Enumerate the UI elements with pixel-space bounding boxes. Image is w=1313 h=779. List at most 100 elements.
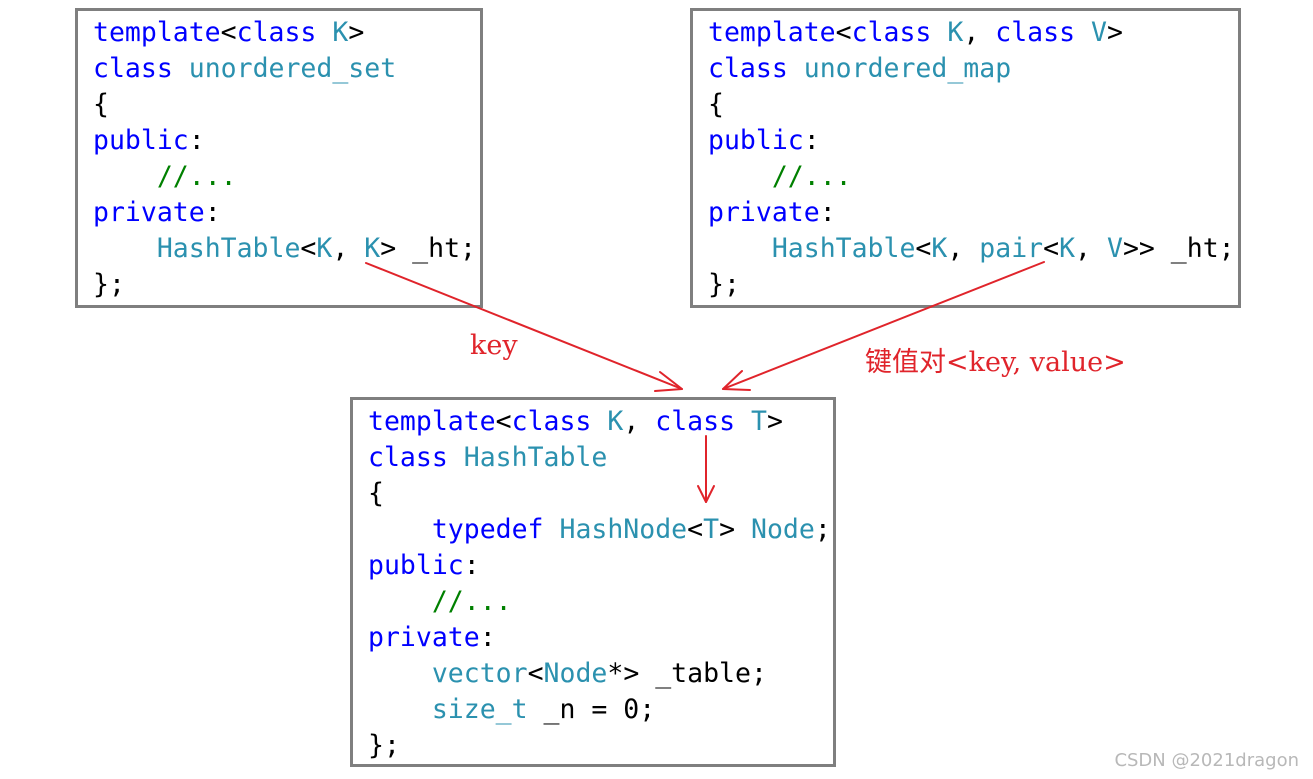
code-line: HashTable<K, K> _ht; (93, 233, 476, 264)
code-token: < (220, 17, 237, 48)
code-token: >> _ht; (1122, 233, 1235, 264)
code-token: Node (750, 514, 815, 545)
code-token: < (687, 514, 704, 545)
code-token: K (931, 233, 948, 264)
unordered-map-code-box: template<class K, class V> class unorder… (690, 8, 1241, 308)
code-token: , (332, 233, 365, 264)
code-line: { (368, 478, 384, 509)
code-token: < (1043, 233, 1060, 264)
code-token: template (368, 406, 496, 437)
code-token: < (495, 406, 512, 437)
code-line: //... (708, 161, 852, 192)
code-token: > _ht; (380, 233, 476, 264)
code-token: class (655, 406, 736, 437)
unordered-set-code-box: template<class K> class unordered_set { … (75, 8, 483, 308)
code-line: { (708, 89, 724, 120)
code-token: unordered_map (803, 53, 1012, 84)
code-token: }; (368, 730, 400, 761)
code-line: template<class K> (93, 17, 364, 48)
code-line: HashTable<K, pair<K, V>> _ht; (708, 233, 1235, 264)
code-token: unordered_set (188, 53, 397, 84)
code-token: K (947, 17, 964, 48)
code-line: }; (708, 269, 740, 300)
code-token: class (511, 406, 592, 437)
code-line: class unordered_map (708, 53, 1011, 84)
code-token: }; (93, 269, 125, 300)
hashtable-code: template<class K, class T> class HashTab… (368, 404, 831, 764)
code-token: < (915, 233, 932, 264)
code-line: }; (93, 269, 125, 300)
code-line: class unordered_set (93, 53, 396, 84)
key-value-pair-label: 键值对<key, value> (865, 347, 1126, 378)
code-line: typedef HashNode<T> Node; (368, 514, 831, 545)
code-token: class (236, 17, 317, 48)
code-line: private: (93, 197, 221, 228)
code-token: //... (431, 586, 512, 617)
code-token: template (708, 17, 836, 48)
code-line: template<class K, class V> (708, 17, 1123, 48)
code-line: private: (368, 622, 496, 653)
code-token: _n = 0; (527, 694, 656, 725)
code-token: : (819, 197, 836, 228)
code-token: > (348, 17, 365, 48)
code-token: //... (771, 161, 852, 192)
code-token: < (527, 658, 544, 689)
code-line: vector<Node*> _table; (368, 658, 767, 689)
code-token: class (93, 53, 173, 84)
code-token: : (803, 125, 820, 156)
code-token: private (368, 622, 480, 653)
code-token: public (708, 125, 804, 156)
code-token: , (623, 406, 656, 437)
code-token: class (851, 17, 932, 48)
code-token: class (995, 17, 1076, 48)
code-token: typedef (431, 514, 544, 545)
code-token: < (300, 233, 317, 264)
code-line: public: (708, 125, 820, 156)
code-token: > (766, 406, 783, 437)
code-line: //... (93, 161, 237, 192)
arrow-t-to-node (697, 435, 715, 503)
watermark: CSDN @2021dragon (1114, 750, 1299, 771)
code-token: HashNode (559, 514, 688, 545)
code-token: > (719, 514, 751, 545)
code-line: { (93, 89, 109, 120)
code-token: > (1106, 17, 1123, 48)
hashtable-code-box: template<class K, class T> class HashTab… (350, 397, 836, 767)
code-line: //... (368, 586, 512, 617)
code-token: { (93, 89, 109, 120)
code-token: K (1059, 233, 1076, 264)
code-token: public (368, 550, 464, 581)
key-label: key (470, 330, 518, 361)
code-token: , (1075, 233, 1107, 264)
unordered-map-code: template<class K, class V> class unorder… (708, 15, 1235, 303)
code-token: private (93, 197, 205, 228)
code-token: V (1091, 17, 1107, 48)
code-token: T (751, 406, 767, 437)
code-token: { (368, 478, 384, 509)
code-token: , (963, 17, 996, 48)
code-token: pair (979, 233, 1044, 264)
code-token: V (1106, 233, 1123, 264)
code-token: : (204, 197, 221, 228)
code-token: HashTable (463, 442, 608, 473)
code-token: < (835, 17, 852, 48)
arrow-map-to-hashtable (722, 261, 1045, 391)
code-token: K (332, 17, 349, 48)
code-token: public (93, 125, 189, 156)
code-token: K (364, 233, 381, 264)
code-line: public: (93, 125, 205, 156)
code-token: K (607, 406, 624, 437)
code-line: }; (368, 730, 400, 761)
code-token: { (708, 89, 724, 120)
code-token: ; (814, 514, 831, 545)
code-token: }; (708, 269, 740, 300)
code-line: size_t _n = 0; (368, 694, 655, 725)
code-line: class HashTable (368, 442, 607, 473)
arrow-set-to-hashtable (365, 262, 683, 392)
code-token: *> _table; (607, 658, 767, 689)
code-token: Node (543, 658, 608, 689)
code-token: : (479, 622, 496, 653)
unordered-set-code: template<class K> class unordered_set { … (93, 15, 476, 303)
code-token: size_t (431, 694, 528, 725)
